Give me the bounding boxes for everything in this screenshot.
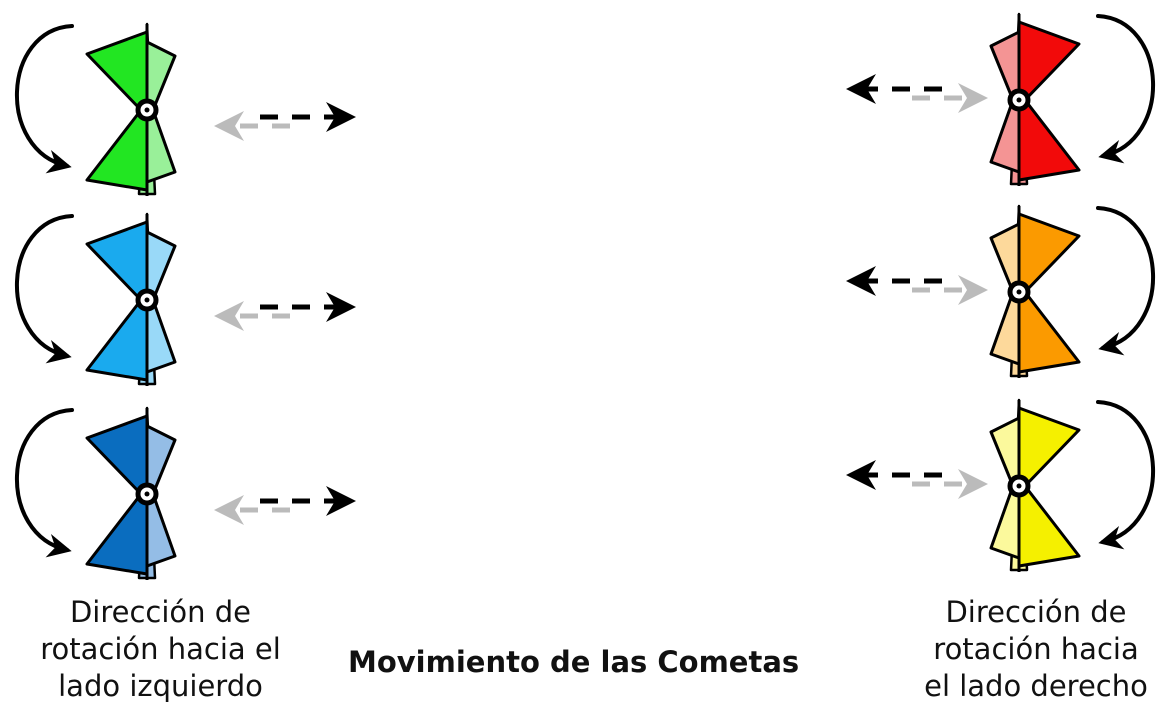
motion-arrows-icon (846, 266, 988, 305)
green-kite (85, 22, 177, 196)
right-kite-column (846, 12, 1156, 572)
left-caption-line-3: lado izquierdo (58, 669, 263, 703)
right-caption-line-3: el lado derecho (924, 669, 1148, 703)
kite-hub-dot (1016, 483, 1022, 489)
rotation-arrow-icon (1096, 14, 1156, 164)
orange-kite (989, 204, 1081, 378)
motion-arrows-icon (214, 292, 356, 331)
kite-hub-dot (144, 297, 150, 303)
motion-arrows-icon (846, 460, 988, 499)
red-kite (989, 12, 1081, 186)
rotation-arrow-icon (14, 24, 74, 174)
rotation-arrow-icon (1096, 400, 1156, 550)
motion-arrows-icon (214, 486, 356, 525)
right-caption-line-1: Dirección de (945, 595, 1127, 629)
kite-hub-dot (1016, 97, 1022, 103)
left-kite-column (14, 22, 356, 580)
yellow-kite (989, 398, 1081, 572)
rotation-arrow-icon (14, 408, 74, 558)
kite-hub-dot (144, 491, 150, 497)
motion-arrows-icon (846, 74, 988, 113)
light-blue-kite (85, 212, 177, 386)
right-caption-line-2: rotación hacia (933, 632, 1139, 666)
left-caption-line-2: rotación hacia el (40, 632, 281, 666)
left-caption: Dirección de rotación hacia el lado izqu… (18, 594, 303, 705)
rotation-arrow-icon (14, 214, 74, 364)
dark-blue-kite (85, 406, 177, 580)
left-caption-line-1: Dirección de (69, 595, 252, 629)
right-caption: Dirección de rotación hacia el lado dere… (905, 594, 1167, 705)
rotation-arrow-icon (1096, 206, 1156, 356)
diagram-title: Movimiento de las Cometas (348, 645, 800, 679)
kite-hub-dot (144, 107, 150, 113)
kite-hub-dot (1016, 289, 1022, 295)
motion-arrows-icon (214, 102, 356, 141)
